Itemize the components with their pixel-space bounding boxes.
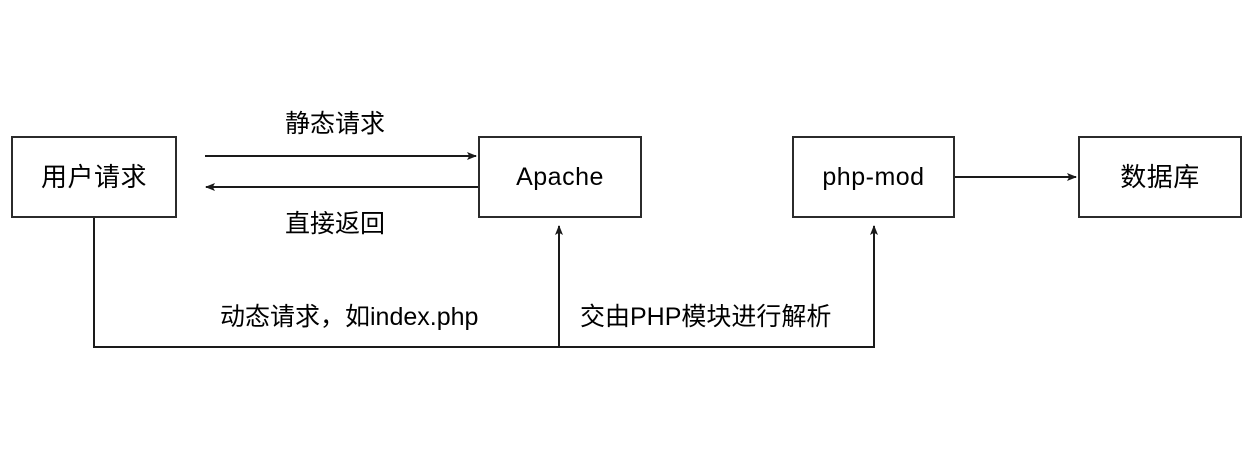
edge-label-direct-return: 直接返回: [285, 210, 386, 238]
node-apache[interactable]: Apache: [478, 136, 642, 218]
node-database-label: 数据库: [1120, 162, 1200, 192]
node-user-request-label: 用户请求: [40, 162, 147, 192]
edge-label-php-parse: 交由PHP模块进行解析: [580, 303, 832, 331]
node-php-mod-label: php-mod: [822, 162, 925, 191]
node-apache-label: Apache: [516, 162, 604, 191]
edge-label-static-request: 静态请求: [285, 110, 386, 138]
edge-label-dynamic-request: 动态请求，如index.php: [220, 303, 479, 331]
node-php-mod[interactable]: php-mod: [792, 136, 955, 218]
node-user-request[interactable]: 用户请求: [11, 136, 177, 218]
node-database[interactable]: 数据库: [1078, 136, 1242, 218]
